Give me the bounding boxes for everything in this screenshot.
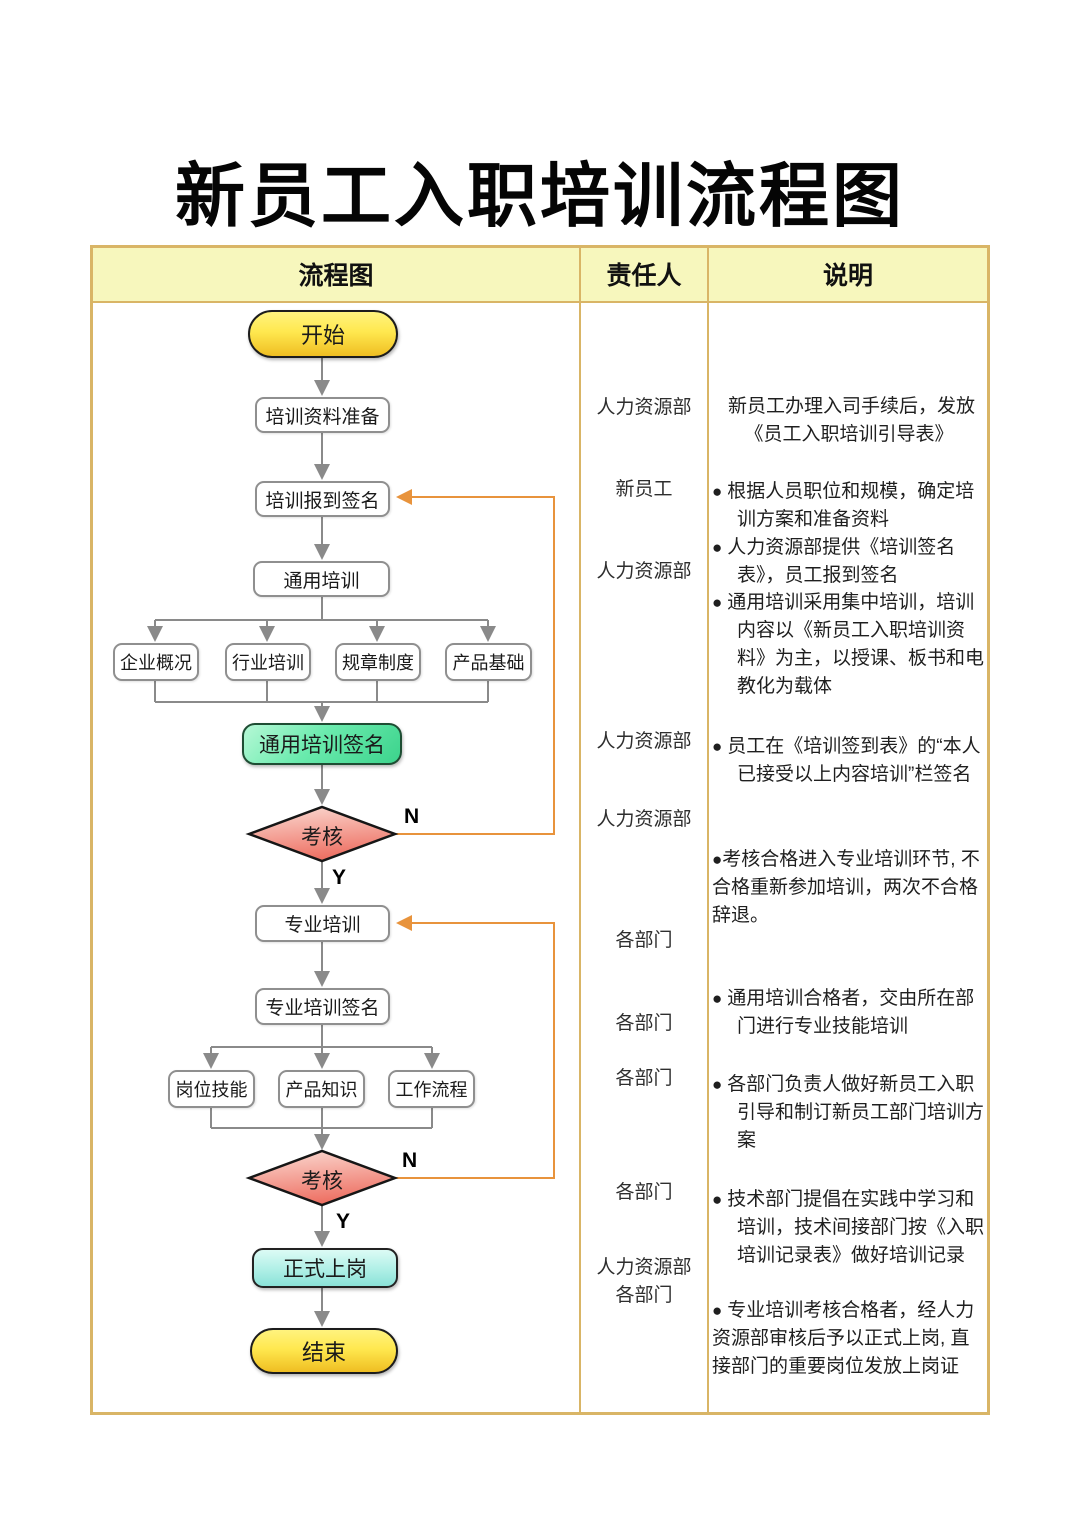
owner-hr-1: 人力资源部 [596,397,692,418]
note-6: ●考核合格进入专业培训环节, 不合格重新参加培训，两次不合格辞退。 [712,846,986,930]
node-company-overview: 企业概况 [113,643,199,681]
note-7-bullet: ● [712,989,723,1008]
branch-y-2: Y [336,1210,351,1233]
note-6-bullet: ● [712,850,723,869]
node-rules-regulations: 规章制度 [335,643,421,681]
node-training-checkin: 培训报到签名 [255,481,390,517]
node-product-knowledge: 产品知识 [278,1070,365,1108]
note-5-bullet: ● [712,737,723,756]
note-2: ●根据人员职位和规模，确定培训方案和准备资料 [712,478,986,534]
note-4-text: 通用培训采用集中培训，培训内容以《新员工入职培训资料》为主，以授课、板书和电教化… [727,592,985,697]
node-special-training-sign: 专业培训签名 [255,988,390,1025]
note-8-text: 各部门负责人做好新员工入职引导和制订新员工部门培训方案 [727,1074,985,1151]
header-owner: 责任人 [606,261,682,290]
table-header-row [90,245,990,303]
note-7-text: 通用培训合格者，交由所在部门进行专业技能培训 [727,988,975,1037]
owner-hr-2: 人力资源部 [596,561,692,582]
page-title: 新员工入职培训流程图 [175,154,905,237]
node-training-prep: 培训资料准备 [255,397,390,433]
note-4-bullet: ● [712,593,723,612]
node-post-skills: 岗位技能 [168,1070,255,1108]
node-product-basics: 产品基础 [445,643,532,681]
branch-n-2: N [402,1149,418,1172]
node-official-onboard: 正式上岗 [252,1248,398,1288]
note-4: ●通用培训采用集中培训，培训内容以《新员工入职培训资料》为主，以授课、板书和电教… [712,589,986,701]
note-2-bullet: ● [712,482,723,501]
note-2-text: 根据人员职位和规模，确定培训方案和准备资料 [727,481,975,530]
node-exam-2: 考核 [301,1170,343,1193]
header-desc: 说明 [822,261,873,290]
note-9: ●技术部门提倡在实践中学习和培训，技术间接部门按《入职培训记录表》做好培训记录 [712,1186,986,1270]
branch-y-1: Y [332,866,347,889]
node-industry-training: 行业培训 [225,643,311,681]
note-3-bullet: ● [712,538,723,557]
node-work-flow: 工作流程 [388,1070,475,1108]
owner-dept-3: 各部门 [615,1068,673,1089]
note-9-text: 技术部门提倡在实践中学习和培训，技术间接部门按《入职培训记录表》做好培训记录 [727,1189,985,1266]
note-3-text: 人力资源部提供《培训签名表》，员工报到签名 [727,537,956,586]
owner-dept-4: 各部门 [615,1182,673,1203]
note-1: 新员工办理入司手续后，发放《员工入职培训引导表》 [712,393,986,449]
node-exam-1: 考核 [301,826,343,849]
column-divider-1 [579,245,581,1415]
branch-n-1: N [404,805,420,828]
owner-hr-4: 人力资源部 [596,809,692,830]
owner-newstaff: 新员工 [615,479,673,500]
note-10-text: 专业培训考核合格者，经人力资源部审核后予以正式上岗, 直接部门的重要岗位发放上岗… [712,1300,975,1377]
owner-hr-dept: 人力资源部 各部门 [596,1257,692,1306]
owner-dept-1: 各部门 [615,930,673,951]
header-flowchart: 流程图 [298,261,374,290]
note-5: ●员工在《培训签到表》的“本人已接受以上内容培训”栏签名 [712,733,986,789]
node-start: 开始 [248,310,398,358]
note-8-bullet: ● [712,1075,723,1094]
node-general-training-sign: 通用培训签名 [242,723,402,765]
note-5-text: 员工在《培训签到表》的“本人已接受以上内容培训”栏签名 [727,736,981,785]
node-special-training: 专业培训 [255,905,390,942]
note-3: ●人力资源部提供《培训签名表》，员工报到签名 [712,534,986,590]
column-divider-2 [707,245,709,1415]
owner-hr-3: 人力资源部 [596,731,692,752]
note-10: ●专业培训考核合格者，经人力资源部审核后予以正式上岗, 直接部门的重要岗位发放上… [712,1297,986,1381]
owner-dept-2: 各部门 [615,1013,673,1034]
node-end: 结束 [250,1328,398,1374]
note-10-bullet: ● [712,1301,723,1320]
note-6-text: 考核合格进入专业培训环节, 不合格重新参加培训，两次不合格辞退。 [712,849,980,926]
note-7: ●通用培训合格者，交由所在部门进行专业技能培训 [712,985,986,1041]
node-general-training: 通用培训 [253,561,390,597]
note-8: ●各部门负责人做好新员工入职引导和制订新员工部门培训方案 [712,1071,986,1155]
note-1-text: 新员工办理入司手续后，发放《员工入职培训引导表》 [727,396,975,445]
note-9-bullet: ● [712,1190,723,1209]
